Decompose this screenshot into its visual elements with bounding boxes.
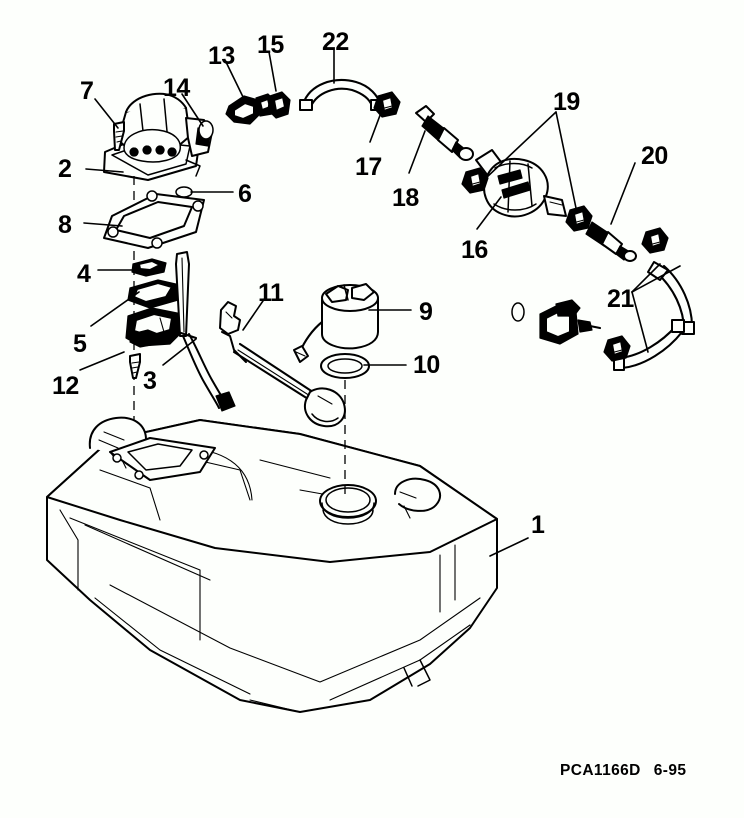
- callout-1: 1: [531, 511, 545, 539]
- callout-22: 22: [322, 28, 349, 56]
- callout-9: 9: [419, 298, 433, 326]
- callout-2: 2: [58, 155, 72, 183]
- primer-bulb-part: [475, 149, 567, 218]
- fuel-tank-part: [46, 416, 498, 713]
- hose-clamp-top-part: [267, 91, 291, 119]
- hose-clamp-19b-part: [565, 205, 593, 232]
- hose-clamp-lower-part: [603, 335, 631, 362]
- screw-part: [113, 121, 125, 151]
- callout-13: 13: [208, 42, 235, 70]
- callout-6: 6: [238, 180, 252, 208]
- callout-5: 5: [73, 330, 87, 358]
- callout-14: 14: [163, 74, 190, 102]
- o-ring-small-part: [175, 186, 193, 198]
- callout-18: 18: [392, 184, 419, 212]
- fuel-hose-curved-part: [299, 79, 384, 111]
- callout-15: 15: [257, 31, 284, 59]
- callout-11: 11: [258, 279, 284, 307]
- callout-4: 4: [77, 260, 91, 288]
- callout-21: 21: [607, 285, 634, 313]
- leader-lines: [79, 49, 681, 557]
- callout-19: 19: [553, 88, 580, 116]
- fuel-pickup-tube-part: [219, 301, 346, 428]
- drawing-footer: PCA1166D 6-95: [560, 762, 686, 780]
- callout-16: 16: [461, 236, 488, 264]
- connector-fitting-20-part: [585, 221, 637, 262]
- hose-clamp-17b-part: [641, 227, 669, 254]
- callout-8: 8: [58, 211, 72, 239]
- fuel-cap-part: [293, 283, 379, 363]
- revision-date: 6-95: [653, 762, 687, 779]
- callout-20: 20: [641, 142, 668, 170]
- o-ring-lower-part: [511, 302, 525, 322]
- hose-clamp-17a-part: [373, 91, 401, 118]
- drawing-number: PCA1166D: [560, 762, 641, 779]
- callout-17: 17: [355, 153, 382, 181]
- cap-gasket-o-ring-part: [320, 353, 370, 500]
- callout-3: 3: [143, 367, 157, 395]
- quick-connector-lower-part: [539, 299, 602, 345]
- callout-12: 12: [52, 372, 79, 400]
- gasket-plate-part: [103, 190, 205, 249]
- callout-7: 7: [80, 77, 94, 105]
- connector-fitting-18-part: [415, 105, 474, 161]
- fuel-gauge-assembly-part: [103, 92, 213, 420]
- float-hardware-parts: [125, 258, 183, 379]
- callout-10: 10: [413, 351, 440, 379]
- fuel-line-hose-part: [175, 251, 236, 412]
- hose-clamp-19a-part: [461, 167, 489, 194]
